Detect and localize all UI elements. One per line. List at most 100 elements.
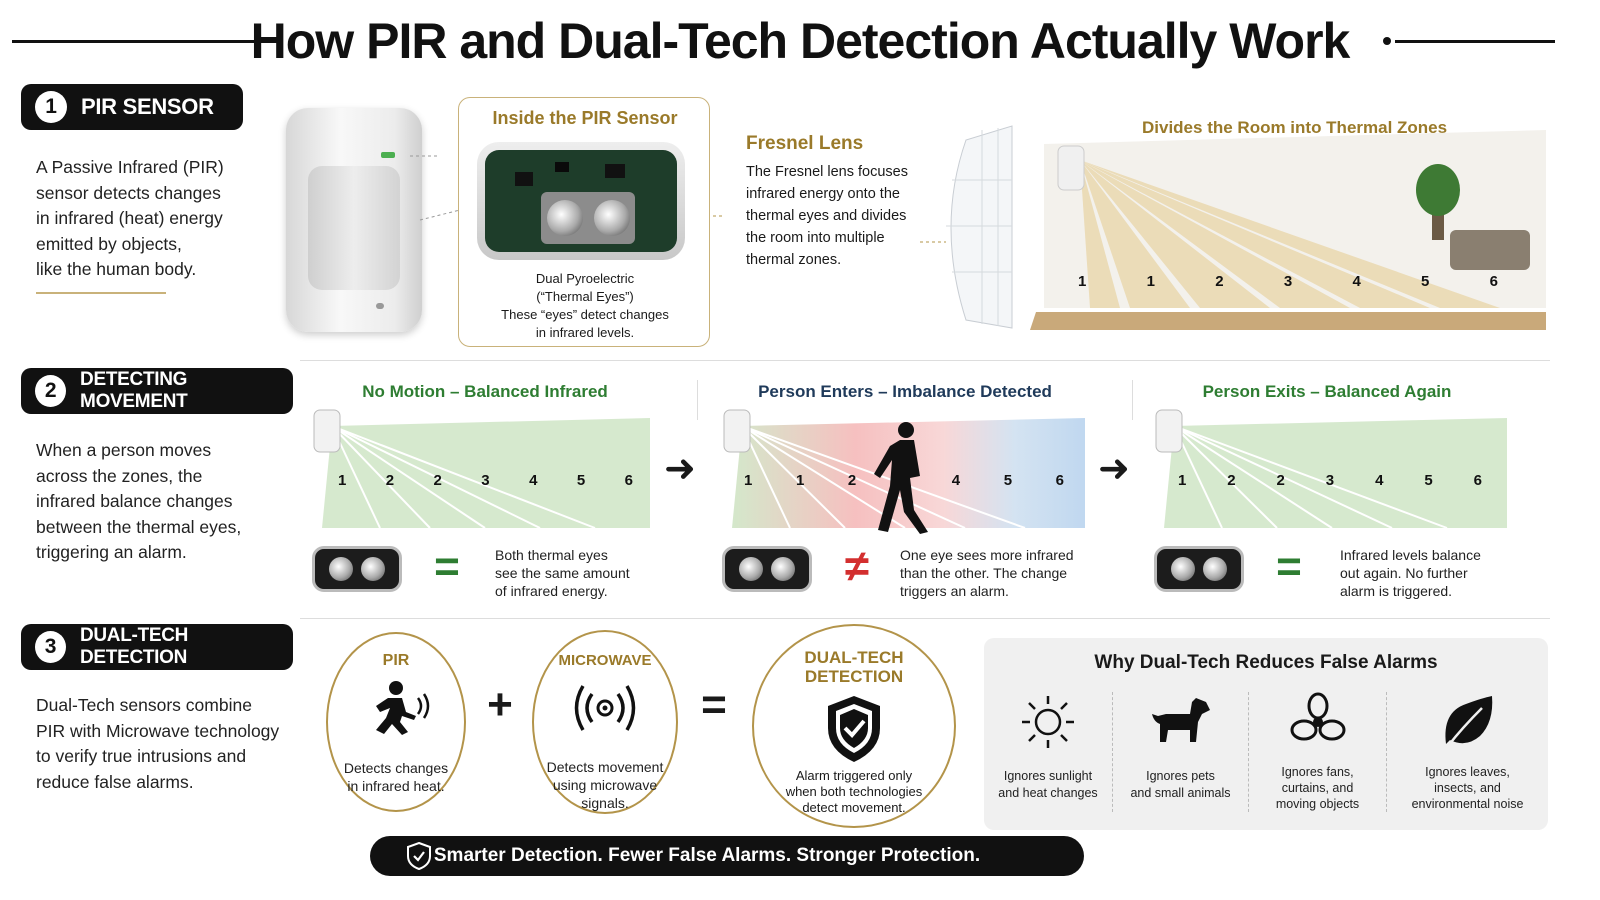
pir-circle — [326, 632, 466, 812]
equals-symbol: = — [434, 542, 460, 591]
state-text-line: alarm is triggered. — [1340, 583, 1453, 599]
description-underline — [36, 292, 166, 294]
desc-line: PIR with Microwave technology — [36, 720, 280, 741]
zone-number: 6 — [1055, 472, 1064, 489]
zone-fan-illustration — [1155, 409, 1507, 529]
movement-state-3: Person Exits – Balanced Again 1 2 2 3 4 … — [1152, 378, 1512, 608]
zone-number: 5 — [1424, 472, 1433, 489]
zone-number: 1 — [1078, 273, 1087, 290]
zone-number: 5 — [576, 472, 586, 489]
page-title: How PIR and Dual-Tech Detection Actually… — [250, 13, 1351, 69]
zone-number: 2 — [1227, 472, 1236, 489]
microwave-text: Detects movement using microwave signals… — [532, 758, 678, 812]
why-item: Ignores leaves, insects, and environment… — [1386, 692, 1548, 812]
desc-line: sensor detects changes — [36, 182, 221, 203]
state-title: Person Exits – Balanced Again — [1202, 382, 1452, 401]
why-item: Ignores fans, curtains, and moving objec… — [1248, 692, 1386, 812]
zone-number: 4 — [1375, 472, 1384, 489]
thermal-eye-icon — [593, 200, 630, 236]
fresnel-line: The Fresnel lens focuses — [746, 164, 908, 180]
why-text-line: environmental noise — [1411, 797, 1524, 811]
section-3-header: 3 DUAL-TECH DETECTION — [21, 624, 293, 670]
why-item: Ignores pets and small animals — [1112, 692, 1248, 812]
microwave-circle — [532, 630, 678, 814]
pir-label: PIR — [382, 652, 410, 669]
pcb-housing — [477, 142, 685, 260]
pir-text: Detects changes in infrared heat. — [326, 759, 466, 795]
false-alarm-panel: Why Dual-Tech Reduces False Alarms Ignor… — [984, 638, 1548, 830]
inside-pir-title: Inside the PIR Sensor — [492, 108, 678, 128]
state-text-line: Infrared levels balance — [1340, 547, 1481, 563]
state-title: Person Enters – Imbalance Detected — [758, 382, 1052, 401]
zone-number: 1 — [1178, 472, 1187, 489]
why-text-line: moving objects — [1275, 797, 1360, 811]
zone-number: 1 — [795, 472, 805, 489]
thermal-eye-icon — [546, 200, 583, 236]
why-text-line: insects, and — [1434, 781, 1501, 795]
pir-text-line: Detects changes — [343, 760, 449, 776]
dualtech-text: Alarm triggered only when both technolog… — [752, 768, 956, 816]
desc-line: in infrared (heat) energy — [36, 208, 223, 228]
zone-number: 2 — [847, 472, 857, 489]
state-text: Both thermal eyes see the same amount of… — [495, 546, 660, 600]
fresnel-line: infrared energy onto the — [746, 186, 900, 202]
section-number: 2 — [35, 375, 67, 407]
zone-number: 2 — [433, 472, 442, 489]
state-text-line: than the other. The change — [900, 565, 1068, 581]
zone-fan-illustration — [313, 409, 650, 529]
pyroelectric-eyes — [541, 192, 635, 244]
section-3-description: Dual-Tech sensors combine PIR with Micro… — [36, 693, 296, 795]
thermal-eye-icon — [739, 557, 763, 581]
equals-symbol: = — [1276, 542, 1302, 591]
vertical-divider — [1132, 380, 1133, 420]
state-text: One eye sees more infrared than the othe… — [900, 546, 1090, 600]
pir-text-line: in infrared heat. — [347, 778, 445, 794]
dualtech-circle — [752, 624, 956, 828]
title-rule-right — [1395, 40, 1555, 43]
caption-line: Dual Pyroelectric — [535, 271, 635, 286]
zone-number: 4 — [1352, 273, 1361, 290]
section-1-description: A Passive Infrared (PIR) sensor detects … — [36, 155, 276, 283]
running-person-icon — [376, 681, 430, 735]
state-text-line: of infrared energy. — [495, 583, 608, 599]
fresnel-title: Fresnel Lens — [746, 133, 864, 154]
thermal-eyes-module — [722, 546, 812, 592]
desc-line: triggering an alarm. — [36, 542, 187, 562]
dualtech-label: DUAL-TECH DETECTION — [752, 648, 956, 686]
sun-icon — [1022, 696, 1074, 748]
dualtech-label-line: DUAL-TECH — [804, 648, 904, 667]
fresnel-lens-illustration — [920, 125, 1013, 329]
equals-symbol: = — [701, 680, 727, 729]
zone-number: 1 — [1146, 273, 1155, 290]
why-text-line: Ignores leaves, — [1425, 765, 1510, 779]
footer-banner: Smarter Detection. Fewer False Alarms. S… — [370, 836, 1084, 876]
dualtech-text-line: detect movement. — [802, 800, 906, 815]
desc-line: emitted by objects, — [36, 233, 182, 254]
zone-labels: 1 2 2 3 4 5 6 — [338, 472, 633, 489]
zone-number: 5 — [1003, 472, 1013, 489]
not-equal-symbol: ≠ — [844, 542, 870, 591]
zone-number: 6 — [624, 472, 633, 489]
zone-number: 2 — [385, 472, 395, 489]
desc-line: infrared balance changes — [36, 491, 233, 511]
caption-line: in infrared levels. — [535, 325, 635, 340]
microwave-text-line: using microwave — [552, 777, 658, 793]
fresnel-line: thermal eyes and divides — [746, 208, 907, 224]
zone-number: 6 — [1473, 472, 1482, 489]
zone-number: 3 — [1325, 472, 1335, 489]
why-text-line: Ignores fans, — [1281, 765, 1354, 779]
section-heading: DETECTING MOVEMENT — [80, 369, 188, 412]
dualtech-text-line: Alarm triggered only — [795, 768, 913, 783]
desc-line: Dual-Tech sensors combine — [36, 695, 252, 715]
plus-symbol: + — [487, 680, 513, 729]
microwave-label: MICROWAVE — [558, 652, 652, 669]
zone-number: 2 — [1215, 273, 1224, 290]
section-2-description: When a person moves across the zones, th… — [36, 438, 286, 566]
zone-number: 2 — [1276, 472, 1285, 489]
room-zones-illustration — [1030, 130, 1546, 330]
fan-icon — [1290, 692, 1345, 741]
movement-state-2: Person Enters – Imbalance Detected 1 1 2… — [720, 378, 1090, 608]
microwave-signal-icon — [574, 685, 636, 731]
why-text-line: and heat changes — [998, 786, 1098, 800]
state-text-line: triggers an alarm. — [900, 583, 1009, 599]
